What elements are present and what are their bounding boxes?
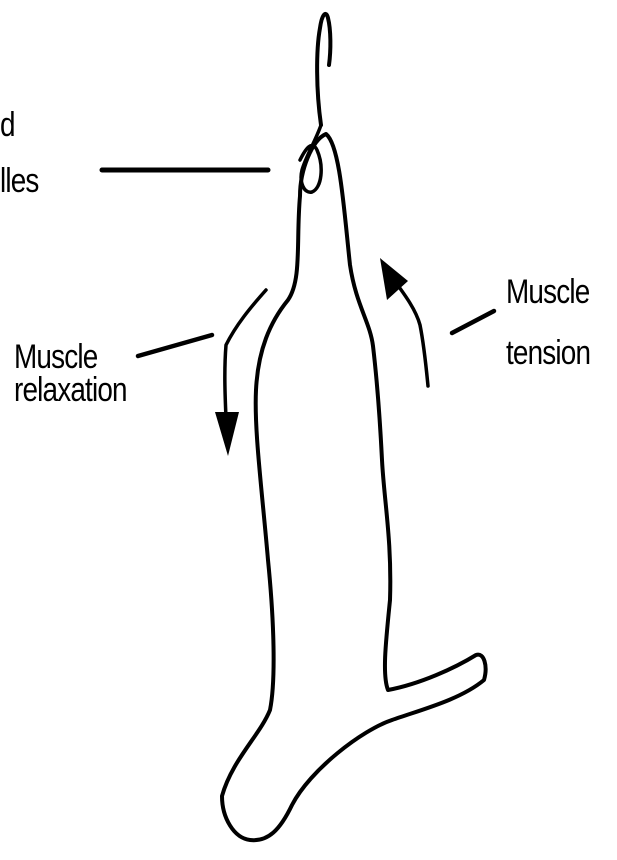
hook-thread (317, 14, 330, 125)
hook-label-line2: lles (0, 162, 39, 200)
tension-label-pointer (452, 311, 494, 333)
relaxation-label-line2: relaxation (14, 371, 127, 409)
tension-label-line1: Muscle (506, 273, 589, 311)
tension-arrow-shaft (394, 280, 428, 386)
muscle-outline (222, 134, 486, 840)
relaxation-arrowhead (215, 412, 239, 456)
tension-label-line2: tension (506, 334, 590, 372)
hook-label-line1: d (0, 106, 15, 144)
hook-loop (300, 125, 321, 192)
relaxation-label-pointer (138, 335, 212, 356)
